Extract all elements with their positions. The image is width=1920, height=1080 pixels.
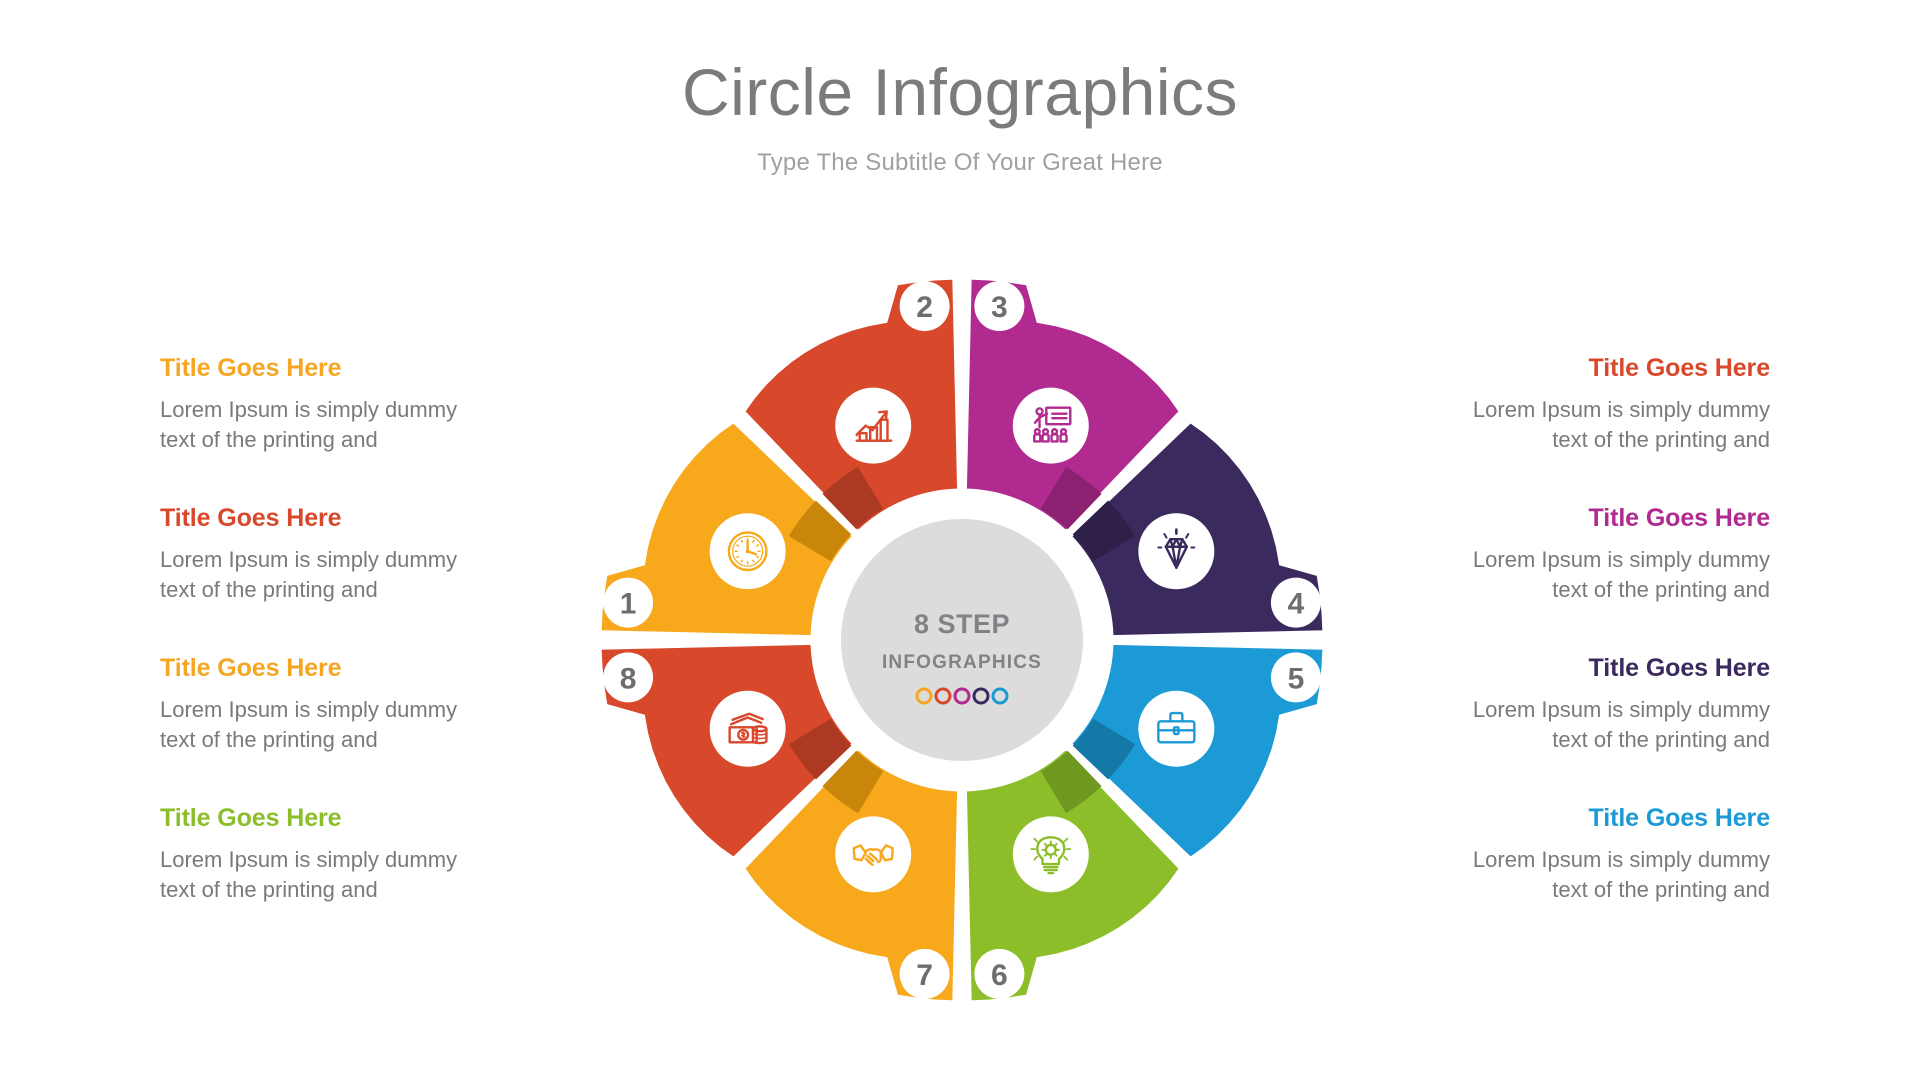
segment-8-number-badge[interactable]: 8	[603, 652, 654, 703]
block-body-line1: Lorem Ipsum is simply dummy	[1472, 396, 1770, 422]
segment-number-label: 1	[620, 588, 637, 621]
hub-dot-5	[991, 687, 1009, 705]
circle-infographic-wheel: 1 2 3 4 5 6 7 8 8 STEP INFOGRAPHICS	[600, 278, 1324, 1002]
clock-icon	[709, 513, 786, 590]
segment-number-label: 6	[991, 959, 1008, 992]
center-hub: 8 STEP INFOGRAPHICS	[841, 519, 1083, 761]
block-body-line2: text of the printing and	[1552, 576, 1770, 602]
segment-3-number-badge[interactable]: 3	[974, 281, 1025, 332]
block-title: Title Goes Here	[1588, 504, 1771, 532]
block-body-line2: text of the printing and	[160, 426, 378, 452]
segment-4-shade	[1072, 500, 1136, 562]
left-text-block-4: Title Goes Here Lorem Ipsum is simply du…	[160, 804, 540, 955]
block-body-line2: text of the printing and	[160, 726, 378, 752]
hub-title: 8 STEP	[914, 609, 1010, 639]
segment-1-number-badge[interactable]: 1	[603, 577, 654, 628]
block-title: Title Goes Here	[160, 804, 342, 832]
right-text-block-4: Title Goes Here Lorem Ipsum is simply du…	[1390, 804, 1771, 955]
segment-number-label: 3	[991, 291, 1008, 324]
block-body-line1: Lorem Ipsum is simply dummy	[160, 846, 458, 872]
block-body-line1: Lorem Ipsum is simply dummy	[1472, 846, 1770, 872]
segment-4-number-badge[interactable]: 4	[1270, 577, 1321, 628]
block-body-line1: Lorem Ipsum is simply dummy	[160, 396, 458, 422]
hub-dot-3	[953, 687, 971, 705]
diamond-icon	[1138, 513, 1215, 590]
block-body-line1: Lorem Ipsum is simply dummy	[160, 696, 458, 722]
block-body-line2: text of the printing and	[1552, 726, 1770, 752]
left-text-column: Title Goes Here Lorem Ipsum is simply du…	[160, 354, 540, 955]
block-title: Title Goes Here	[160, 654, 342, 682]
money-cash-icon	[709, 690, 786, 767]
block-body: Lorem Ipsum is simply dummy text of the …	[1390, 845, 1770, 906]
right-text-block-1: Title Goes Here Lorem Ipsum is simply du…	[1390, 354, 1771, 505]
segment-7-shade	[822, 750, 884, 814]
block-body: Lorem Ipsum is simply dummy text of the …	[160, 545, 540, 606]
segment-number-label: 2	[916, 291, 933, 324]
segment-number-label: 8	[620, 662, 637, 695]
left-text-block-1: Title Goes Here Lorem Ipsum is simply du…	[160, 354, 540, 505]
left-text-block-3: Title Goes Here Lorem Ipsum is simply du…	[160, 654, 540, 805]
block-body-line1: Lorem Ipsum is simply dummy	[1472, 546, 1770, 572]
hub-dot-4	[972, 687, 990, 705]
segment-5-number-badge[interactable]: 5	[1270, 652, 1321, 703]
block-body-line2: text of the printing and	[1552, 426, 1770, 452]
lightbulb-gear-icon	[1012, 816, 1089, 893]
segment-7-number-badge[interactable]: 7	[899, 948, 950, 999]
hub-subtitle: INFOGRAPHICS	[882, 652, 1042, 673]
block-body-line1: Lorem Ipsum is simply dummy	[1472, 696, 1770, 722]
block-body-line2: text of the printing and	[160, 576, 378, 602]
right-text-column: Title Goes Here Lorem Ipsum is simply du…	[1390, 354, 1771, 955]
segment-icons-group	[709, 387, 1215, 893]
block-body: Lorem Ipsum is simply dummy text of the …	[1390, 395, 1770, 456]
hub-dot-row	[915, 687, 1009, 705]
block-title: Title Goes Here	[1588, 654, 1771, 682]
block-body: Lorem Ipsum is simply dummy text of the …	[160, 845, 540, 906]
left-text-block-2: Title Goes Here Lorem Ipsum is simply du…	[160, 504, 540, 655]
presentation-training-icon	[1012, 387, 1089, 464]
segment-number-label: 7	[916, 959, 933, 992]
block-body-line2: text of the printing and	[160, 876, 378, 902]
segment-number-label: 5	[1288, 662, 1305, 695]
briefcase-icon	[1138, 690, 1215, 767]
right-text-block-3: Title Goes Here Lorem Ipsum is simply du…	[1390, 654, 1771, 805]
segment-6-number-badge[interactable]: 6	[974, 948, 1025, 999]
page-title: Circle Infographics	[681, 55, 1239, 129]
segment-6-shade	[1040, 750, 1102, 814]
hub-dot-2	[934, 687, 952, 705]
segment-3-shade	[1040, 466, 1102, 530]
hub-dot-1	[915, 687, 933, 705]
block-title: Title Goes Here	[1588, 354, 1771, 382]
block-body-line2: text of the printing and	[1552, 876, 1770, 902]
block-title: Title Goes Here	[160, 504, 342, 532]
growth-chart-icon	[835, 387, 912, 464]
segment-1-shade	[788, 500, 852, 562]
segment-2-shade	[822, 466, 884, 530]
header: Circle Infographics Type The Subtitle Of…	[0, 55, 1920, 177]
block-body-line1: Lorem Ipsum is simply dummy	[160, 546, 458, 572]
page-subtitle: Type The Subtitle Of Your Great Here	[757, 149, 1163, 177]
block-body: Lorem Ipsum is simply dummy text of the …	[1390, 695, 1770, 756]
segment-number-badges-group: 1 2 3 4 5 6 7 8	[603, 281, 1321, 999]
segment-8-shade	[788, 718, 852, 780]
segment-number-label: 4	[1288, 588, 1305, 621]
segment-5-shade	[1072, 718, 1136, 780]
block-title: Title Goes Here	[160, 354, 342, 382]
segment-2-number-badge[interactable]: 2	[899, 281, 950, 332]
right-text-block-2: Title Goes Here Lorem Ipsum is simply du…	[1390, 504, 1771, 655]
hub-background-circle	[841, 519, 1083, 761]
block-body: Lorem Ipsum is simply dummy text of the …	[160, 395, 540, 456]
block-body: Lorem Ipsum is simply dummy text of the …	[160, 695, 540, 756]
handshake-icon	[835, 816, 912, 893]
block-body: Lorem Ipsum is simply dummy text of the …	[1390, 545, 1770, 606]
block-title: Title Goes Here	[1588, 804, 1771, 832]
